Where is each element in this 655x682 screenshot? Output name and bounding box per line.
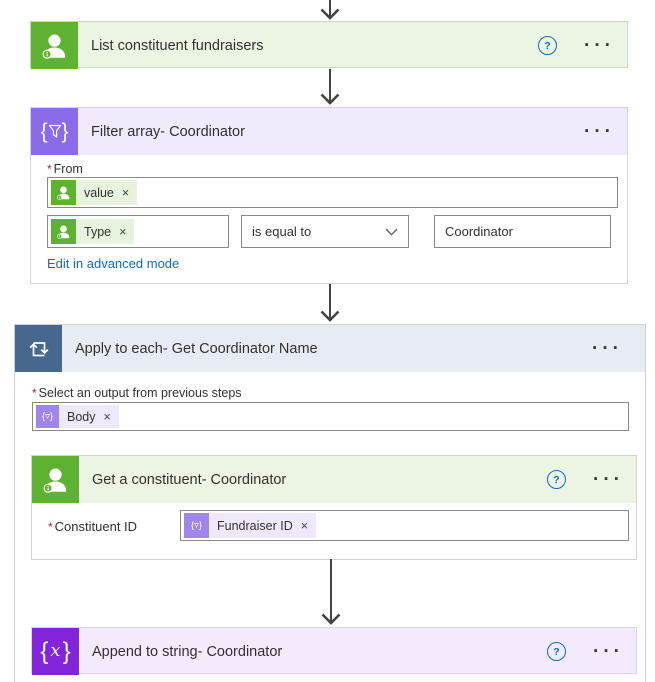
filter-glyph: { }: [40, 120, 69, 143]
constituent-connector-icon: [32, 456, 79, 503]
remove-token-icon[interactable]: ×: [103, 409, 111, 424]
token-label: Body: [67, 409, 96, 424]
help-icon[interactable]: ?: [538, 36, 558, 55]
constituent-connector-icon: [31, 22, 78, 69]
constituent-token-icon: [51, 180, 76, 205]
token-label: value: [84, 185, 114, 200]
token-fundraiser-id[interactable]: {▿} Fundraiser ID ×: [184, 513, 317, 538]
remove-token-icon[interactable]: ×: [119, 224, 127, 239]
select-output-input[interactable]: {▿} Body ×: [32, 402, 629, 431]
remove-token-icon[interactable]: ×: [300, 518, 309, 533]
person-icon: [42, 34, 66, 59]
filter-token-icon: {▿}: [36, 405, 59, 428]
action-card-filter-array: { } Filter array- Coordinator ··· *From …: [30, 107, 628, 284]
ellipsis-menu-icon[interactable]: ···: [593, 640, 624, 662]
operator-value: is equal to: [252, 224, 312, 239]
ellipsis-menu-icon[interactable]: ···: [592, 337, 623, 359]
action-card-append-to-string: {x} Append to string- Coordinator ? ···: [31, 627, 637, 675]
card-header[interactable]: { } Filter array- Coordinator ···: [31, 108, 627, 155]
token-value[interactable]: value ×: [51, 180, 138, 205]
flow-arrow: [320, 69, 340, 105]
card-title: List constituent fundraisers: [91, 37, 264, 54]
ellipsis-menu-icon[interactable]: ···: [584, 120, 615, 142]
action-card-list-constituent-fundraisers: List constituent fundraisers ? ···: [30, 21, 628, 69]
card-title: Append to string- Coordinator: [92, 643, 283, 660]
from-input[interactable]: value ×: [47, 177, 618, 208]
condition-left-input[interactable]: Type ×: [47, 215, 229, 248]
card-header[interactable]: {x} Append to string- Coordinator ? ···: [32, 628, 636, 675]
ellipsis-menu-icon[interactable]: ···: [584, 34, 615, 56]
comparison-value-input[interactable]: [434, 215, 611, 248]
help-icon[interactable]: ?: [547, 642, 567, 661]
card-header[interactable]: Get a constituent- Coordinator ? ···: [32, 456, 636, 503]
action-card-get-constituent: Get a constituent- Coordinator ? ··· *Co…: [31, 455, 637, 560]
filter-token-icon: {▿}: [184, 513, 209, 538]
append-to-string-icon: {x}: [32, 628, 79, 675]
funnel-icon: [48, 124, 61, 138]
token-label: Type: [84, 224, 112, 239]
variable-glyph: {x}: [40, 637, 71, 665]
from-field-label: *From: [47, 162, 83, 176]
card-title: Get a constituent- Coordinator: [92, 471, 287, 488]
remove-token-icon[interactable]: ×: [121, 185, 130, 200]
scope-header[interactable]: Apply to each- Get Coordinator Name ···: [15, 325, 645, 372]
constituent-id-input[interactable]: {▿} Fundraiser ID ×: [180, 510, 629, 541]
filter-array-icon: { }: [31, 108, 78, 155]
apply-to-each-icon: [15, 325, 62, 372]
operator-dropdown[interactable]: is equal to: [241, 215, 409, 248]
flow-arrow: [320, 0, 340, 20]
help-icon[interactable]: ?: [547, 470, 567, 489]
token-body[interactable]: {▿} Body ×: [36, 405, 119, 428]
ellipsis-menu-icon[interactable]: ···: [593, 468, 624, 490]
loop-icon: [29, 342, 49, 357]
card-title: Filter array- Coordinator: [91, 123, 245, 140]
scope-title: Apply to each- Get Coordinator Name: [75, 340, 318, 357]
required-marker: *: [48, 520, 53, 534]
person-icon: [43, 468, 67, 493]
scope-apply-to-each: Apply to each- Get Coordinator Name ··· …: [14, 324, 646, 682]
chevron-down-icon: [385, 228, 398, 236]
edit-advanced-mode-link[interactable]: Edit in advanced mode: [47, 256, 180, 271]
constituent-token-icon: [51, 219, 76, 244]
select-output-label: *Select an output from previous steps: [32, 386, 242, 400]
constituent-id-label: *Constituent ID: [48, 519, 138, 534]
required-marker: *: [32, 386, 37, 400]
required-marker: *: [47, 162, 52, 176]
flow-arrow: [321, 559, 341, 625]
token-label: Fundraiser ID: [217, 518, 293, 533]
flow-arrow: [320, 284, 340, 322]
card-header[interactable]: List constituent fundraisers ? ···: [31, 22, 627, 69]
token-type[interactable]: Type ×: [51, 219, 135, 244]
